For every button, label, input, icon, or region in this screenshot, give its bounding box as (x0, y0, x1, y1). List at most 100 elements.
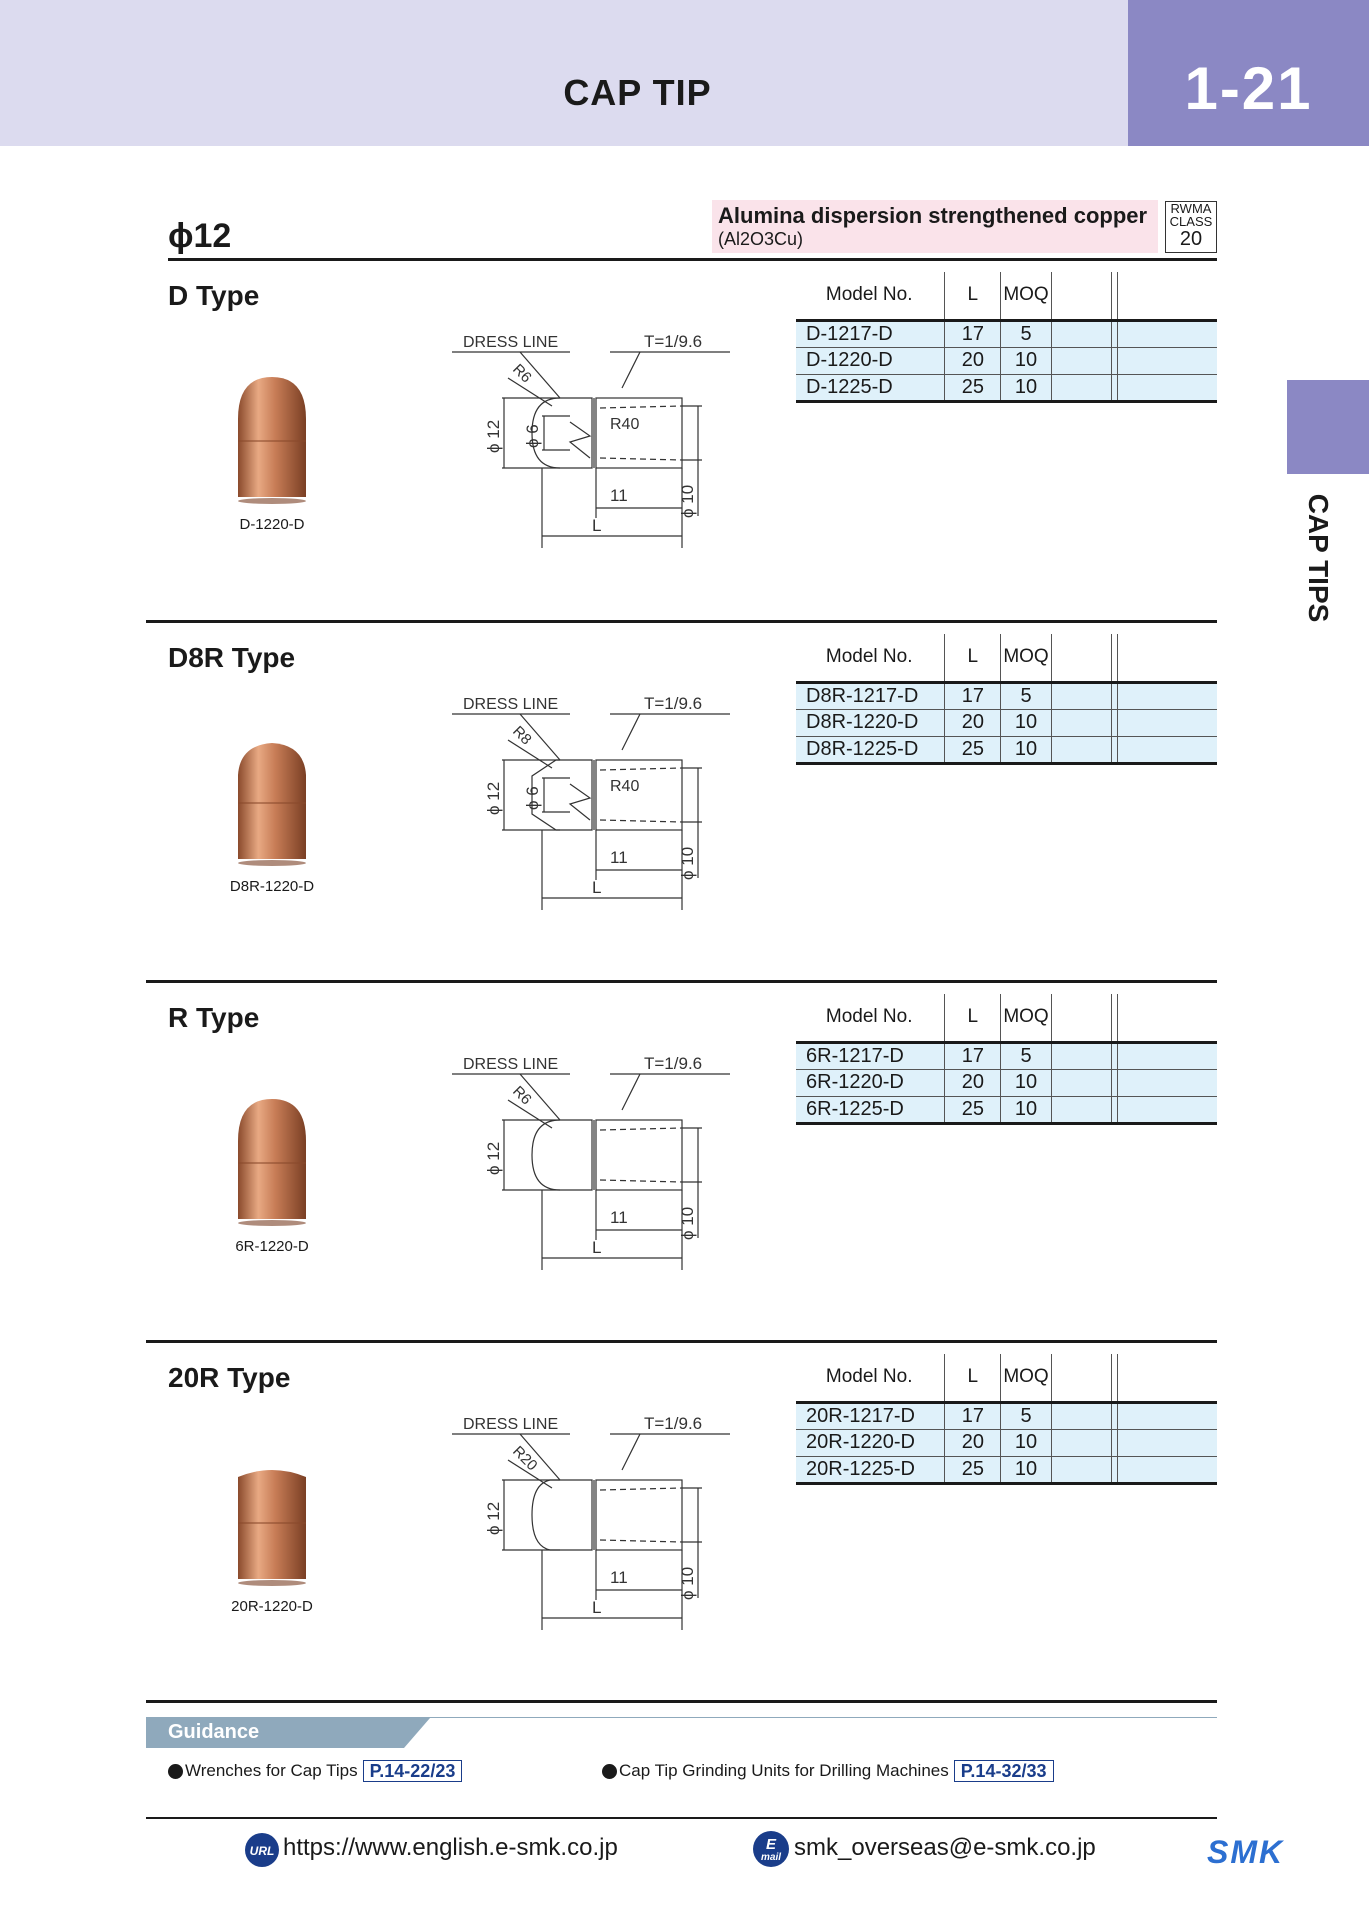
model-number: D-1220-D (796, 347, 946, 375)
material-formula: (Al2O3Cu) (718, 229, 804, 249)
dimension-drawing: DRESS LINE T=1/9.6 R6 ϕ 12 ϕ 6 R40 (452, 332, 730, 548)
length-11-label: 11 (610, 1208, 628, 1227)
moq-value: 10 (1000, 1429, 1052, 1457)
length-11-label: 11 (610, 486, 628, 505)
spec-table: Model No. L MOQ 6R-1217-D 17 5 6R-1220-D… (796, 994, 1217, 1125)
page-number: 1-21 (1128, 0, 1369, 146)
model-number: 20R-1225-D (796, 1456, 946, 1485)
divider (146, 620, 1217, 623)
cap-tip-photo (238, 1099, 306, 1226)
dimension-drawing: DRESS LINE T=1/9.6 R8 ϕ 12 ϕ 6 R40 (452, 694, 730, 910)
col-header-moq: MOQ (1000, 634, 1052, 684)
spec-table: Model No. L MOQ 20R-1217-D 17 5 20R-1220… (796, 1354, 1217, 1485)
table-header-row: Model No. L MOQ (796, 272, 1217, 322)
table-header-row: Model No. L MOQ (796, 1354, 1217, 1404)
website-link[interactable]: https://www.english.e-smk.co.jp (283, 1834, 618, 1861)
diameter-10-label: ϕ 10 (678, 485, 697, 518)
moq-value: 10 (1000, 374, 1052, 403)
dress-line-label: DRESS LINE (463, 1056, 558, 1073)
material-box: Alumina dispersion strengthened copper (… (712, 200, 1158, 253)
col-header-moq: MOQ (1000, 994, 1052, 1044)
length-l-label: L (592, 1598, 601, 1617)
length-11-label: 11 (610, 1568, 628, 1587)
svg-text:mail: mail (761, 1852, 781, 1863)
diameter-10-label: ϕ 10 (678, 1567, 697, 1600)
length-11-label: 11 (610, 848, 628, 867)
rwma-class-box: RWMA CLASS 20 (1165, 201, 1217, 253)
dress-line-label: DRESS LINE (463, 1416, 558, 1433)
taper-label: T=1/9.6 (644, 1054, 702, 1073)
length-value: 17 (944, 682, 1002, 710)
table-row: D8R-1217-D 17 5 (796, 682, 1217, 710)
moq-value: 10 (1000, 736, 1052, 765)
col-header-model: Model No. (796, 1354, 946, 1404)
cap-tip-photo (238, 377, 306, 504)
taper-label: T=1/9.6 (644, 1414, 702, 1433)
col-header-l: L (944, 272, 1002, 322)
email-link[interactable]: smk_overseas@e-smk.co.jp (794, 1834, 1096, 1861)
model-number: 6R-1225-D (796, 1096, 946, 1125)
class-label-class: CLASS (1169, 214, 1213, 229)
section-title: 20R Type (168, 1362, 291, 1393)
dress-line-label: DRESS LINE (463, 696, 558, 713)
dimension-drawing: DRESS LINE T=1/9.6 R20 ϕ 12 ϕ 6 R40 (452, 1414, 730, 1630)
spec-table: Model No. L MOQ D8R-1217-D 17 5 D8R-1220… (796, 634, 1217, 765)
length-l-label: L (592, 1238, 601, 1257)
length-value: 25 (944, 374, 1002, 403)
model-number: 20R-1217-D (796, 1402, 946, 1430)
moq-value: 10 (1000, 347, 1052, 375)
cap-tip-photo (238, 1470, 306, 1586)
page-ref-link[interactable]: P.14-32/33 (953, 1760, 1054, 1782)
diameter-heading: ϕ12 (168, 217, 232, 255)
svg-text:SMK: SMK (1207, 1836, 1285, 1866)
model-number: 20R-1220-D (796, 1429, 946, 1457)
table-row: D8R-1220-D 20 10 (796, 709, 1217, 737)
section-title: R Type (168, 1002, 260, 1033)
model-number: D8R-1217-D (796, 682, 946, 710)
svg-text:E: E (766, 1836, 777, 1853)
divider (146, 1700, 1217, 1703)
email-icon: E mail (753, 1831, 789, 1867)
length-value: 25 (944, 1456, 1002, 1485)
class-label-rwma: RWMA (1170, 201, 1212, 216)
divider (146, 1717, 1217, 1718)
guidance-item-wrenches: Wrenches for Cap Tips P.14-22/23 (168, 1760, 463, 1782)
moq-value: 10 (1000, 709, 1052, 737)
diameter-6-label: ϕ 6 (523, 424, 542, 448)
page-ref-link[interactable]: P.14-22/23 (362, 1760, 463, 1782)
side-tab[interactable] (1287, 380, 1369, 474)
class-value: 20 (1179, 228, 1203, 250)
moq-value: 5 (1000, 320, 1052, 348)
product-section: 20R Type Model No. L MOQ 20R-1217-D 17 5… (0, 1340, 1369, 1702)
divider (146, 1340, 1217, 1343)
model-number: D8R-1225-D (796, 736, 946, 765)
dimension-drawing: DRESS LINE T=1/9.6 R6 ϕ 12 ϕ 6 R40 (452, 1054, 730, 1270)
table-row: 20R-1225-D 25 10 (796, 1456, 1217, 1485)
photo-caption: D8R-1220-D (229, 878, 315, 895)
moq-value: 5 (1000, 1042, 1052, 1070)
product-section: R Type Model No. L MOQ 6R-1217-D 17 5 6R… (0, 980, 1369, 1342)
taper-label: T=1/9.6 (644, 694, 702, 713)
guidance-text: Wrenches for Cap Tips (185, 1761, 358, 1780)
photo-caption: 6R-1220-D (235, 1238, 309, 1255)
guidance-band (146, 1718, 430, 1748)
diameter-12-label: ϕ 12 (484, 782, 503, 815)
length-value: 17 (944, 1402, 1002, 1430)
guidance-text: Cap Tip Grinding Units for Drilling Mach… (619, 1761, 949, 1780)
col-header-moq: MOQ (1000, 272, 1052, 322)
page-title: CAP TIP (563, 72, 712, 113)
col-header-model: Model No. (796, 634, 946, 684)
radius-label: R20 (509, 1443, 540, 1474)
table-row: D-1217-D 17 5 (796, 320, 1217, 348)
diameter-12-label: ϕ 12 (484, 1502, 503, 1535)
length-value: 17 (944, 1042, 1002, 1070)
table-row: 6R-1220-D 20 10 (796, 1069, 1217, 1097)
model-number: D-1217-D (796, 320, 946, 348)
moq-value: 10 (1000, 1096, 1052, 1125)
smk-logo: SMK (1207, 1836, 1285, 1866)
table-row: 6R-1217-D 17 5 (796, 1042, 1217, 1070)
length-l-label: L (592, 516, 601, 535)
svg-text:URL: URL (250, 1844, 275, 1858)
table-row: 6R-1225-D 25 10 (796, 1096, 1217, 1125)
diameter-12-label: ϕ 12 (484, 1142, 503, 1175)
